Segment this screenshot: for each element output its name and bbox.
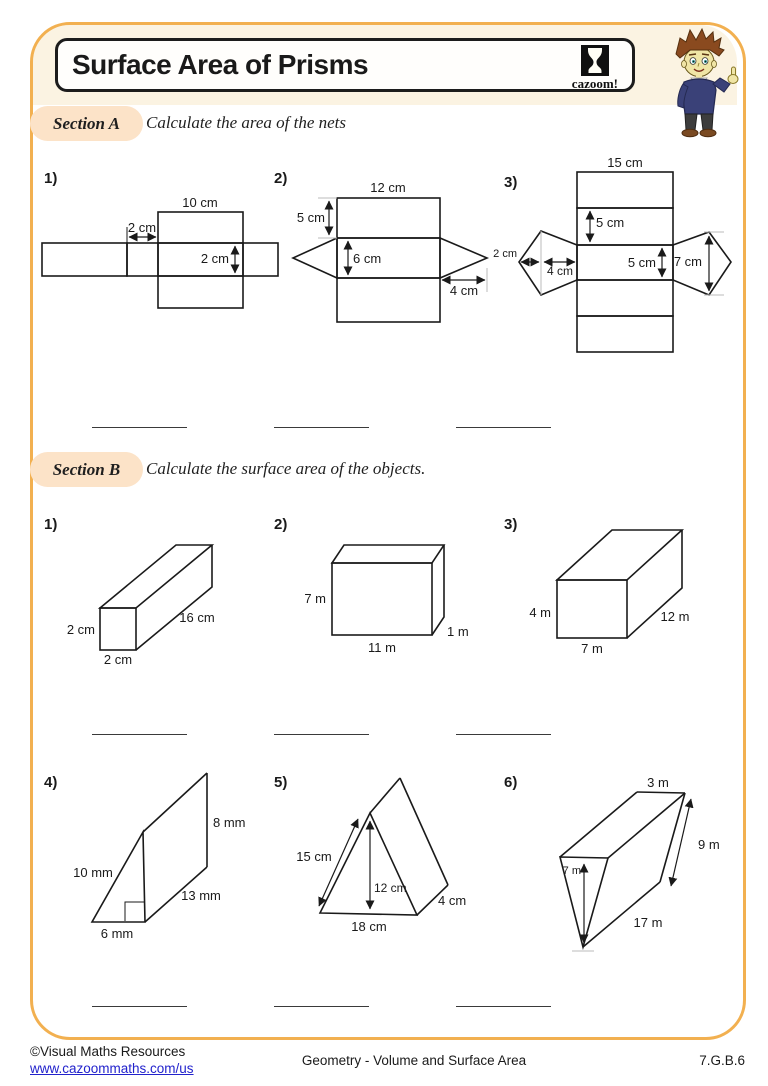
dimension-label: 12 cm — [374, 881, 407, 895]
problem-b5-number: 5) — [274, 774, 288, 791]
title-box: Surface Area of Prisms cazoom! — [55, 38, 635, 92]
dimension-label: 5 cm — [297, 210, 325, 225]
problem-b3-number: 3) — [504, 516, 518, 533]
dimension-label: 1 m — [447, 624, 469, 639]
problem-b6-number: 6) — [504, 774, 518, 791]
section-a-label: Section A — [30, 106, 143, 141]
section-a-instruction: Calculate the area of the nets — [146, 113, 347, 132]
answer-line — [274, 1006, 369, 1007]
dimension-label: 15 cm — [296, 849, 331, 864]
dimension-label: 5 cm — [596, 215, 624, 230]
triangular-prism-figure: 15 cm 12 cm 18 cm 4 cm — [296, 777, 466, 934]
dimension-label: 2 cm — [201, 251, 229, 266]
page-border — [30, 22, 746, 1040]
dimension-label: 4 m — [529, 605, 551, 620]
dimension-label: 18 cm — [351, 919, 386, 934]
square-prism-figure: 2 cm 2 cm 16 cm — [67, 544, 215, 667]
dimension-label: 10 cm — [182, 195, 217, 210]
dimension-label: 7 m — [563, 865, 581, 877]
problem-a2-number: 2) — [274, 170, 288, 187]
dimension-label: 7 m — [581, 641, 603, 656]
dimension-label: 16 cm — [179, 610, 214, 625]
answer-line — [92, 427, 187, 428]
standard-code: 7.G.B.6 — [699, 1053, 745, 1068]
dimension-label: 7 cm — [674, 254, 702, 269]
net-pentagonal-prism-figure: 15 cm 5 cm 5 cm 2 cm 4 cm 7 cm — [493, 155, 732, 353]
dimension-label: 12 m — [661, 609, 690, 624]
answer-line — [274, 734, 369, 735]
answer-line — [274, 427, 369, 428]
website-link[interactable]: www.cazoommaths.com/us — [30, 1061, 194, 1076]
right-triangular-prism-figure: 10 mm 6 mm 13 mm 8 mm — [73, 772, 246, 941]
problem-b1-number: 1) — [44, 516, 58, 533]
section-b-instruction: Calculate the surface area of the object… — [146, 459, 426, 478]
dimension-label: 2 cm — [128, 220, 156, 235]
dimension-label: 4 cm — [450, 283, 478, 298]
cuboid-figure-2: 4 m 7 m 12 m — [529, 529, 690, 656]
dimension-label: 8 mm — [213, 815, 246, 830]
answer-line — [92, 734, 187, 735]
cazoom-logo-text: cazoom! — [571, 76, 618, 91]
dimension-label: 3 m — [647, 775, 669, 790]
dimension-label: 10 mm — [73, 865, 113, 880]
cuboid-figure: 7 m 11 m 1 m — [304, 544, 469, 655]
dimension-label: 2 cm — [493, 248, 517, 260]
answer-line — [456, 427, 551, 428]
cazoom-goblet-icon — [580, 45, 609, 76]
mascot-sweater — [681, 78, 717, 115]
footer-topic: Geometry - Volume and Surface Area — [301, 1053, 527, 1068]
dimension-label: 12 cm — [370, 180, 405, 195]
problem-a3-number: 3) — [504, 174, 518, 191]
section-b-label: Section B — [30, 452, 143, 487]
dimension-label: 9 m — [698, 837, 720, 852]
problem-b4-number: 4) — [44, 774, 58, 791]
answer-line — [456, 734, 551, 735]
dimension-label: 11 m — [368, 640, 396, 655]
dimension-label: 7 m — [304, 591, 326, 606]
dimension-label: 5 cm — [628, 255, 656, 270]
dimension-label: 2 cm — [104, 652, 132, 667]
answer-line — [92, 1006, 187, 1007]
inverted-triangular-prism-figure: 3 m 9 m 7 m 17 m — [558, 775, 720, 952]
answer-line — [456, 1006, 551, 1007]
dimension-label: 6 mm — [101, 926, 134, 941]
dimension-label: 4 cm — [547, 264, 573, 278]
dimension-label: 17 m — [634, 915, 663, 930]
copyright-text: ©Visual Maths Resources — [30, 1044, 186, 1059]
net-rectangular-prism-figure: 10 cm 2 cm 2 cm — [41, 195, 279, 309]
problem-b2-number: 2) — [274, 516, 288, 533]
dimension-label: 13 mm — [181, 888, 221, 903]
cazoom-logo: cazoom! — [572, 45, 618, 92]
dimension-label: 6 cm — [353, 251, 381, 266]
dimension-label: 4 cm — [438, 893, 466, 908]
problem-a1-number: 1) — [44, 170, 58, 187]
dimension-label: 15 cm — [607, 155, 642, 170]
page-title: Surface Area of Prisms — [72, 49, 369, 80]
dimension-label: 2 cm — [67, 622, 95, 637]
mascot-character — [675, 27, 739, 138]
mascot-hair — [675, 27, 725, 59]
net-triangular-prism-figure: 12 cm 5 cm 6 cm 4 cm — [291, 180, 490, 323]
